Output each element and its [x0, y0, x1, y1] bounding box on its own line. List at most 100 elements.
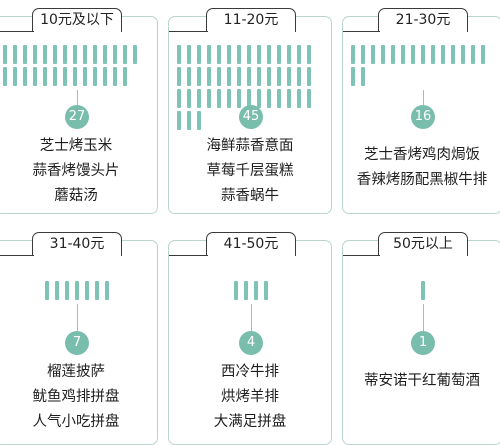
count-mark: [307, 67, 311, 86]
count-mark: [244, 281, 248, 300]
count-mark: [75, 281, 79, 300]
dish-name: 人气小吃拼盘: [32, 414, 120, 430]
count-mark: [197, 89, 201, 108]
tab-underline: [169, 31, 208, 32]
dish-list: 芝士香烤鸡肉焗饭香辣烤肠配黑椒牛排: [343, 143, 500, 193]
count-mark: [431, 45, 435, 64]
price-card: 50元以上 1 蒂安诺干红葡萄酒: [342, 232, 500, 445]
count-mark: [217, 67, 221, 86]
count-marks: [169, 241, 331, 444]
count-mark: [53, 67, 57, 86]
count-mark: [177, 45, 181, 64]
count-mark: [105, 281, 109, 300]
count-mark: [95, 281, 99, 300]
connector-line: [423, 90, 424, 105]
tab-underline: [343, 31, 380, 32]
count-mark: [207, 45, 211, 64]
tab-underline: [0, 255, 34, 256]
count-mark: [257, 45, 261, 64]
price-range-tab: 11-20元: [206, 8, 296, 32]
count-mark: [207, 67, 211, 86]
count-mark: [361, 67, 365, 86]
count-mark: [33, 67, 37, 86]
count-mark: [237, 45, 241, 64]
dish-list: 芝士烤玉米蒜香烤馒头片蘑菇汤: [0, 134, 157, 209]
count-mark: [227, 89, 231, 108]
count-mark: [187, 67, 191, 86]
count-mark: [45, 281, 49, 300]
count-mark: [103, 45, 107, 64]
count-mark: [441, 45, 445, 64]
count-mark: [177, 67, 181, 86]
count-mark: [73, 67, 77, 86]
count-mark: [461, 45, 465, 64]
count-mark: [197, 111, 201, 130]
count-mark: [237, 67, 241, 86]
count-mark: [247, 89, 251, 108]
count-mark: [287, 67, 291, 86]
price-range-tab: 21-30元: [378, 8, 468, 32]
count-badge: 27: [65, 105, 89, 129]
count-mark: [63, 45, 67, 64]
count-mark: [351, 45, 355, 64]
dish-name: 海鲜蒜香意面: [206, 138, 294, 154]
count-mark: [421, 281, 425, 300]
count-mark: [247, 45, 251, 64]
count-mark: [187, 89, 191, 108]
count-mark: [227, 45, 231, 64]
connector-line: [251, 304, 252, 331]
dish-list: 榴莲披萨鱿鱼鸡排拼盘人气小吃拼盘: [0, 360, 157, 435]
dish-name: 蘑菇汤: [54, 188, 98, 204]
count-badge: 7: [65, 331, 89, 355]
count-mark: [264, 281, 268, 300]
dish-name: 榴莲披萨: [47, 364, 105, 380]
count-mark: [421, 45, 425, 64]
count-mark: [85, 281, 89, 300]
count-mark: [411, 45, 415, 64]
count-mark: [381, 45, 385, 64]
count-mark: [83, 45, 87, 64]
tab-underline: [343, 255, 380, 256]
count-mark: [3, 45, 7, 64]
count-mark: [187, 45, 191, 64]
count-mark: [217, 45, 221, 64]
dish-name: 烘烤羊排: [221, 389, 279, 405]
count-mark: [123, 67, 127, 86]
connector-line: [77, 304, 78, 331]
count-mark: [187, 111, 191, 130]
connector-line: [423, 304, 424, 331]
count-mark: [63, 67, 67, 86]
price-range-tab: 31-40元: [32, 232, 122, 256]
count-mark: [83, 67, 87, 86]
count-badge: 1: [411, 331, 435, 355]
count-mark: [287, 89, 291, 108]
dish-list: 海鲜蒜香意面草莓千层蛋糕蒜香蜗牛: [169, 134, 331, 209]
count-mark: [351, 67, 355, 86]
dish-list: 蒂安诺干红葡萄酒: [343, 369, 500, 394]
count-mark: [3, 67, 7, 86]
count-marks: [0, 241, 157, 444]
count-mark: [123, 45, 127, 64]
count-mark: [177, 89, 181, 108]
count-badge: 4: [239, 331, 263, 355]
price-range-tab: 50元以上: [378, 232, 468, 256]
count-mark: [207, 89, 211, 108]
count-marks: [343, 17, 500, 213]
count-mark: [113, 67, 117, 86]
count-mark: [43, 67, 47, 86]
price-range-tab: 41-50元: [206, 232, 296, 256]
count-mark: [237, 89, 241, 108]
count-mark: [297, 89, 301, 108]
count-mark: [307, 89, 311, 108]
count-mark: [33, 45, 37, 64]
count-mark: [254, 281, 258, 300]
count-mark: [307, 45, 311, 64]
count-marks: [169, 17, 331, 213]
count-mark: [23, 67, 27, 86]
dish-name: 鱿鱼鸡排拼盘: [32, 389, 120, 405]
count-mark: [361, 45, 365, 64]
price-card: 31-40元 7 榴莲披萨鱿鱼鸡排拼盘人气小吃拼盘: [0, 232, 158, 445]
count-mark: [471, 45, 475, 64]
